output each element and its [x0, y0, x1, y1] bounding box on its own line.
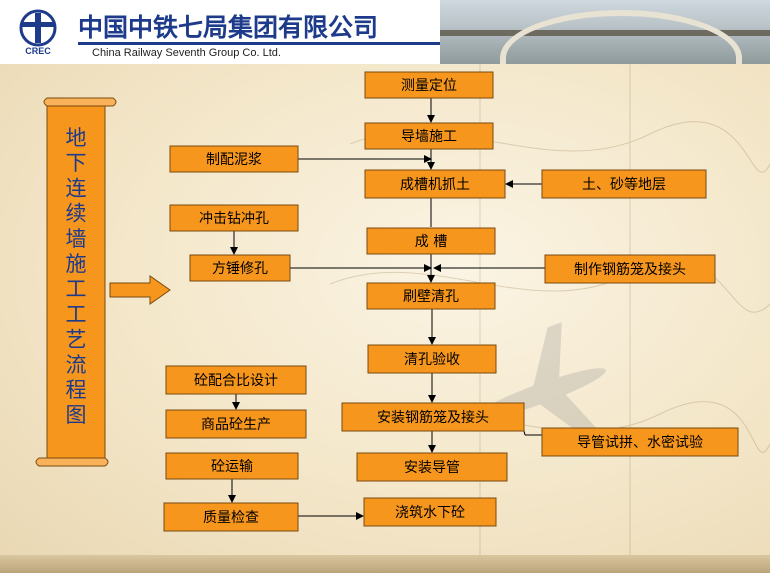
flow-node-box: [366, 282, 496, 310]
flow-node-box: [364, 122, 494, 150]
flow-node-label: 土、砂等地层: [582, 176, 666, 193]
flow-node-box: [544, 254, 716, 284]
flow-node-box: [165, 409, 307, 439]
flow-node-qk: 清孔验收: [367, 344, 497, 374]
flow-node-label: 商品砼生产: [201, 417, 271, 433]
flow-node-box: [169, 204, 299, 232]
bottom-strip: [0, 555, 770, 573]
flow-node-label: 清孔验收: [404, 352, 460, 368]
flow-node-fc: 方锤修孔: [189, 254, 291, 282]
flow-node-label: 测量定位: [401, 78, 457, 94]
logo-text: CREC: [25, 46, 51, 56]
edge-dg-az-head: [523, 430, 526, 436]
flow-node-jz: 浇筑水下砼: [363, 497, 497, 527]
flow-node-label: 砼配合比设计: [194, 373, 278, 389]
flow-node-ys: 砼运输: [165, 452, 299, 480]
company-name-cn: 中国中铁七局集团有限公司: [78, 13, 379, 42]
bridge-photo: [440, 0, 770, 106]
flow-connectors: [228, 98, 545, 520]
flow-node-box: [341, 402, 525, 432]
flow-node-cj: 冲击钻冲孔: [169, 204, 299, 232]
flow-node-label: 方锤修孔: [212, 261, 268, 277]
title-scroll: 地下连续墙施工工艺流程图: [35, 97, 117, 467]
flow-node-cz: 成槽机抓土: [364, 169, 506, 199]
flow-node-label: 刷壁清孔: [403, 289, 459, 305]
flow-node-box: [367, 344, 497, 374]
flow-node-label: 导管试拼、水密试验: [577, 434, 703, 451]
flow-node-box: [165, 365, 307, 395]
flow-node-label: 安装导管: [404, 460, 460, 476]
crec-logo: CREC: [19, 9, 57, 56]
flow-node-dg: 导管试拼、水密试验: [541, 427, 739, 457]
flow-node-zl: 质量检查: [163, 502, 299, 532]
flow-node-label: 浇筑水下砼: [395, 505, 465, 521]
flow-node-label: 冲击钻冲孔: [199, 211, 269, 227]
flow-node-box: [364, 71, 494, 99]
flow-node-nj: 制配泥浆: [169, 145, 299, 173]
flow-node-az: 安装钢筋笼及接头: [341, 402, 525, 432]
flow-node-box: [363, 497, 497, 527]
flow-node-label: 安装钢筋笼及接头: [377, 409, 489, 426]
flow-node-box: [189, 254, 291, 282]
flow-node-box: [163, 502, 299, 532]
flow-node-zz: 制作钢筋笼及接头: [544, 254, 716, 284]
title-divider: [78, 42, 440, 45]
flow-node-ts: 土、砂等地层: [541, 169, 707, 199]
flow-node-box: [169, 145, 299, 173]
flow-node-label: 制配泥浆: [206, 152, 262, 168]
flow-node-box: [364, 169, 506, 199]
flow-node-hp: 砼配合比设计: [165, 365, 307, 395]
scroll-title-text: 地下连续墙施工工艺流程图: [66, 126, 87, 427]
header-bar: CREC 中国中铁七局集团有限公司 China Railway Seventh …: [0, 0, 770, 106]
flow-node-sp: 商品砼生产: [165, 409, 307, 439]
flow-node-cc: 成 槽: [366, 227, 496, 255]
flow-node-label: 制作钢筋笼及接头: [574, 261, 686, 278]
flow-node-box: [366, 227, 496, 255]
flow-node-box: [541, 169, 707, 199]
flow-node-ad: 安装导管: [356, 452, 508, 482]
flow-node-label: 砼运输: [211, 459, 253, 475]
flow-node-label: 导墙施工: [401, 129, 457, 145]
flow-node-box: [541, 427, 739, 457]
flow-node-cl: 测量定位: [364, 71, 494, 99]
flow-node-dq: 导墙施工: [364, 122, 494, 150]
flow-node-label: 成 槽: [415, 234, 447, 250]
flow-node-box: [165, 452, 299, 480]
company-name-en: China Railway Seventh Group Co. Ltd.: [92, 47, 281, 59]
flow-node-box: [356, 452, 508, 482]
flow-node-sb: 刷壁清孔: [366, 282, 496, 310]
flow-node-label: 质量检查: [203, 510, 259, 526]
flow-node-label: 成槽机抓土: [400, 177, 470, 193]
block-arrow-right: [109, 275, 171, 305]
